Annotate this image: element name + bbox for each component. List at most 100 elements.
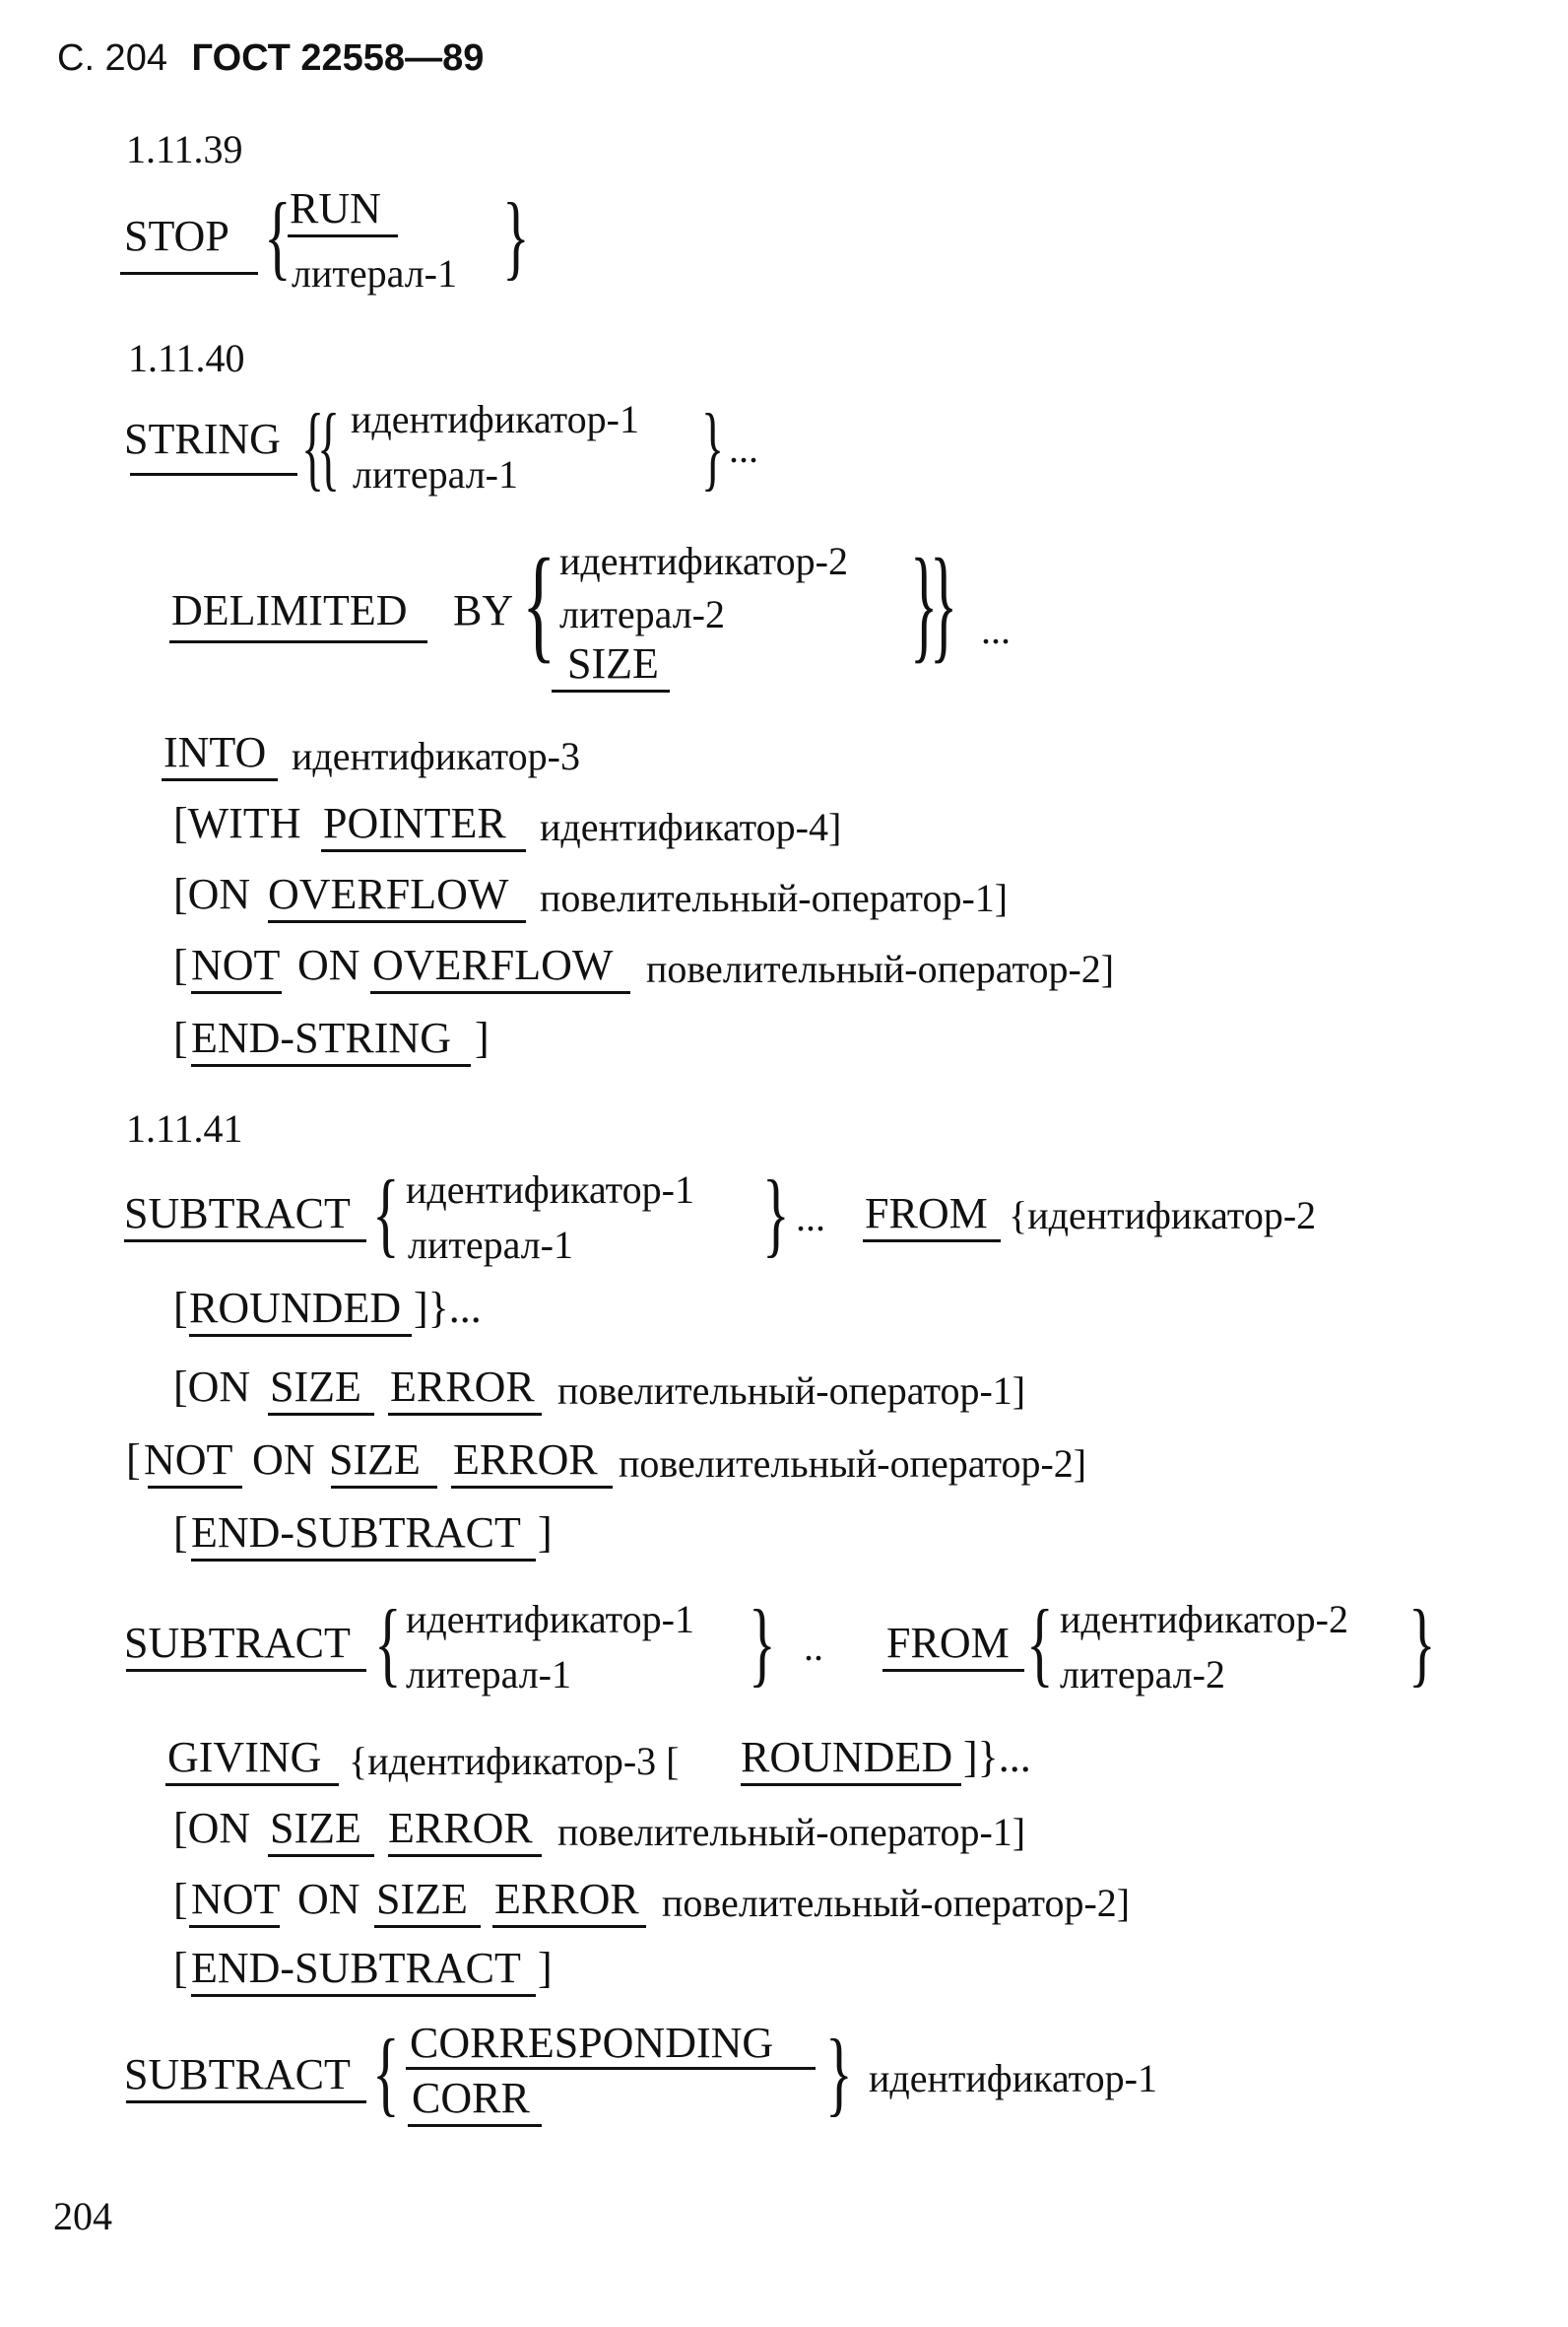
- on-word: ON: [297, 1875, 360, 1923]
- underline: [863, 1239, 1001, 1242]
- underline: [124, 1239, 366, 1242]
- underline: [388, 1413, 542, 1416]
- running-header: С. 204 ГОСТ 22558—89: [57, 39, 484, 77]
- end-subtract-keyword: END-SUBTRACT: [191, 1508, 521, 1557]
- pointer-argument: идентификатор-4]: [540, 805, 842, 849]
- size-keyword: SIZE: [270, 1363, 361, 1411]
- not-keyword: NOT: [191, 1875, 281, 1923]
- corresponding-argument: идентификатор-1: [869, 2056, 1157, 2100]
- delimiter-size: SIZE: [567, 639, 659, 688]
- bracket-open: [: [173, 1508, 188, 1557]
- underline: [189, 1925, 280, 1928]
- delimiter-literal-2: литерал-2: [559, 592, 725, 636]
- ellipsis: ...: [796, 1195, 825, 1239]
- delimiter-identifier-2: идентификатор-2: [559, 539, 848, 583]
- option-literal-1: литерал-1: [353, 452, 518, 497]
- bracket-open: [: [173, 1875, 188, 1923]
- underline: [492, 1925, 646, 1928]
- option-identifier-1: идентификатор-1: [406, 1597, 694, 1641]
- underline: [451, 1486, 613, 1489]
- from-keyword: FROM: [886, 1619, 1010, 1667]
- from-keyword: FROM: [865, 1189, 988, 1237]
- rounded-keyword: ROUNDED: [741, 1733, 953, 1781]
- underline: [162, 778, 278, 781]
- subtract-keyword: SUBTRACT: [124, 1189, 351, 1237]
- ellipsis: ...: [981, 608, 1011, 652]
- option-literal-1: литерал-1: [406, 1652, 571, 1696]
- underline: [321, 849, 526, 852]
- ellipsis: ...: [729, 427, 758, 471]
- left-brace: {: [522, 533, 556, 675]
- left-brace-outer: {: [301, 394, 325, 499]
- underline: [374, 1925, 481, 1928]
- underline: [169, 640, 427, 643]
- underline: [388, 1854, 542, 1857]
- underline: [191, 991, 282, 994]
- bracket-close: ]: [475, 1014, 490, 1062]
- end-subtract-keyword: END-SUBTRACT: [191, 1944, 521, 1992]
- on-overflow-argument: повелительный-оператор-1]: [540, 876, 1009, 920]
- underline: [741, 1783, 961, 1786]
- underline: [408, 2124, 542, 2127]
- option-corresponding: CORRESPONDING: [410, 2019, 774, 2067]
- underline: [406, 2067, 816, 2070]
- giving-keyword: GIVING: [167, 1733, 322, 1781]
- option-identifier-1: идентификатор-1: [351, 397, 639, 441]
- left-brace: {: [372, 1161, 400, 1266]
- ellipsis: ..: [804, 1625, 823, 1669]
- not-on-size-error-argument: повелительный-оператор-2]: [619, 1441, 1087, 1486]
- option-literal-1: литерал-1: [408, 1223, 573, 1267]
- target-identifier-2: идентификатор-2: [1060, 1597, 1348, 1641]
- bracket-open: [: [126, 1435, 141, 1484]
- section-number-41: 1.11.41: [126, 1106, 243, 1151]
- right-brace: }: [1408, 1590, 1436, 1695]
- overflow-keyword: OVERFLOW: [268, 870, 509, 918]
- underline: [148, 1486, 242, 1489]
- page-number: 204: [53, 2194, 112, 2238]
- right-brace: }: [701, 394, 725, 499]
- option-run: RUN: [290, 184, 381, 233]
- subtract-keyword: SUBTRACT: [124, 1619, 351, 1667]
- delimited-keyword: DELIMITED: [171, 586, 408, 634]
- right-brace: }: [502, 183, 530, 289]
- option-identifier-1: идентификатор-1: [406, 1167, 694, 1212]
- page-prefix: С. 204: [57, 37, 167, 79]
- stop-keyword: STOP: [124, 212, 229, 260]
- bracket-open: [: [173, 1014, 188, 1062]
- underline: [191, 1559, 536, 1562]
- right-brace: }: [762, 1161, 790, 1266]
- end-string-keyword: END-STRING: [191, 1014, 451, 1062]
- into-argument: идентификатор-3: [292, 734, 580, 778]
- underline: [882, 1669, 1024, 1672]
- underline: [268, 1854, 374, 1857]
- option-literal: литерал-1: [292, 251, 457, 296]
- bracket-open: [: [173, 1944, 188, 1992]
- from-target: {идентификатор-2: [1009, 1193, 1317, 1237]
- overflow-keyword: OVERFLOW: [372, 941, 614, 989]
- left-brace: {: [372, 2020, 400, 2125]
- right-brace-outer: }: [930, 533, 958, 675]
- bracket-close: ]: [538, 1944, 553, 1992]
- on-size-error-argument: повелительный-оператор-1]: [557, 1810, 1026, 1854]
- left-brace: {: [264, 183, 292, 289]
- underline: [288, 234, 398, 237]
- on-word: ON: [252, 1435, 315, 1484]
- underline: [126, 2100, 366, 2103]
- rounded-keyword: ROUNDED: [189, 1284, 402, 1332]
- right-brace-inner: }: [910, 533, 939, 675]
- size-keyword: SIZE: [270, 1804, 361, 1852]
- underline: [191, 1064, 471, 1067]
- underline: [370, 991, 630, 994]
- underline: [552, 690, 670, 693]
- underline: [268, 1413, 374, 1416]
- into-keyword: INTO: [163, 728, 267, 776]
- left-brace: {: [1026, 1590, 1054, 1695]
- underline: [268, 920, 526, 923]
- size-keyword: SIZE: [376, 1875, 468, 1923]
- target-literal-2: литерал-2: [1060, 1652, 1225, 1696]
- section-number-39: 1.11.39: [126, 127, 243, 171]
- underline: [130, 473, 297, 476]
- error-keyword: ERROR: [494, 1875, 639, 1923]
- underline: [126, 1669, 366, 1672]
- subtract-keyword: SUBTRACT: [124, 2050, 351, 2098]
